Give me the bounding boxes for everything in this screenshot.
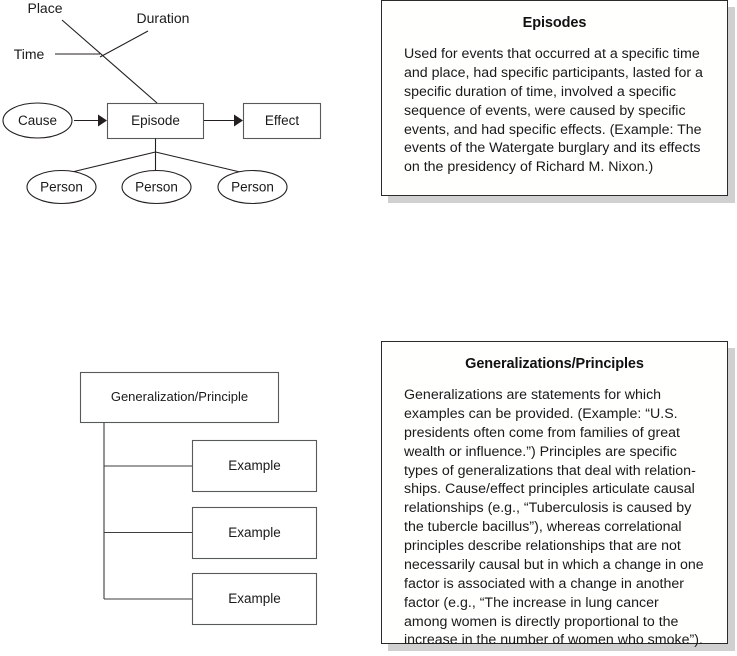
node-person-1 [26,169,97,205]
attribute-label-time: Time [14,46,45,62]
connector-duration-to-junction [99,30,149,58]
episode-knowledge-structure-diagram: Place Duration Time Cause Episode Effect… [2,0,322,205]
panel-episodes-body: Used for events that occurred at a speci… [404,46,703,176]
node-label-effect: Effect [265,113,300,128]
panel-generalizations-body: Generalizations are statements for which… [404,387,704,649]
panel-episodes: Episodes Used for events that occurred a… [381,0,728,196]
node-generalization-principle [79,371,280,424]
node-label-person-2: Person [135,180,178,195]
panel-episodes-title: Episodes [522,15,587,31]
node-example-2 [191,506,318,560]
attribute-label-place: Place [27,0,62,16]
node-example-3 [191,572,318,626]
node-person-2 [121,169,192,205]
node-label-person-1: Person [40,180,83,195]
node-label-example-3: Example [228,591,281,606]
connector-episode-to-person-3 [155,151,241,173]
node-label-person-3: Person [231,180,274,195]
node-label-cause: Cause [18,113,57,128]
arrow-head-cause-to-episode [98,114,107,127]
node-label-example-1: Example [228,458,281,473]
panel-generalizations-title: Generalizations/Principles [465,356,644,372]
node-example-1 [191,439,318,493]
node-label-example-2: Example [228,525,281,540]
generalization-principle-structure-diagram: Generalization/Principle Example Example… [79,371,318,626]
arrow-head-episode-to-effect [234,114,243,127]
panel-generalizations: Generalizations/Principles Generalizatio… [381,341,728,648]
attribute-label-duration: Duration [137,10,190,26]
connector-episode-to-person-1 [71,151,156,173]
node-person-3 [217,169,288,205]
node-label-episode: Episode [131,113,180,128]
node-episode [106,102,205,140]
connector-place-to-episode [61,19,158,104]
node-label-generalization-principle: Generalization/Principle [111,389,248,404]
node-effect [242,102,322,140]
node-cause [2,102,73,139]
